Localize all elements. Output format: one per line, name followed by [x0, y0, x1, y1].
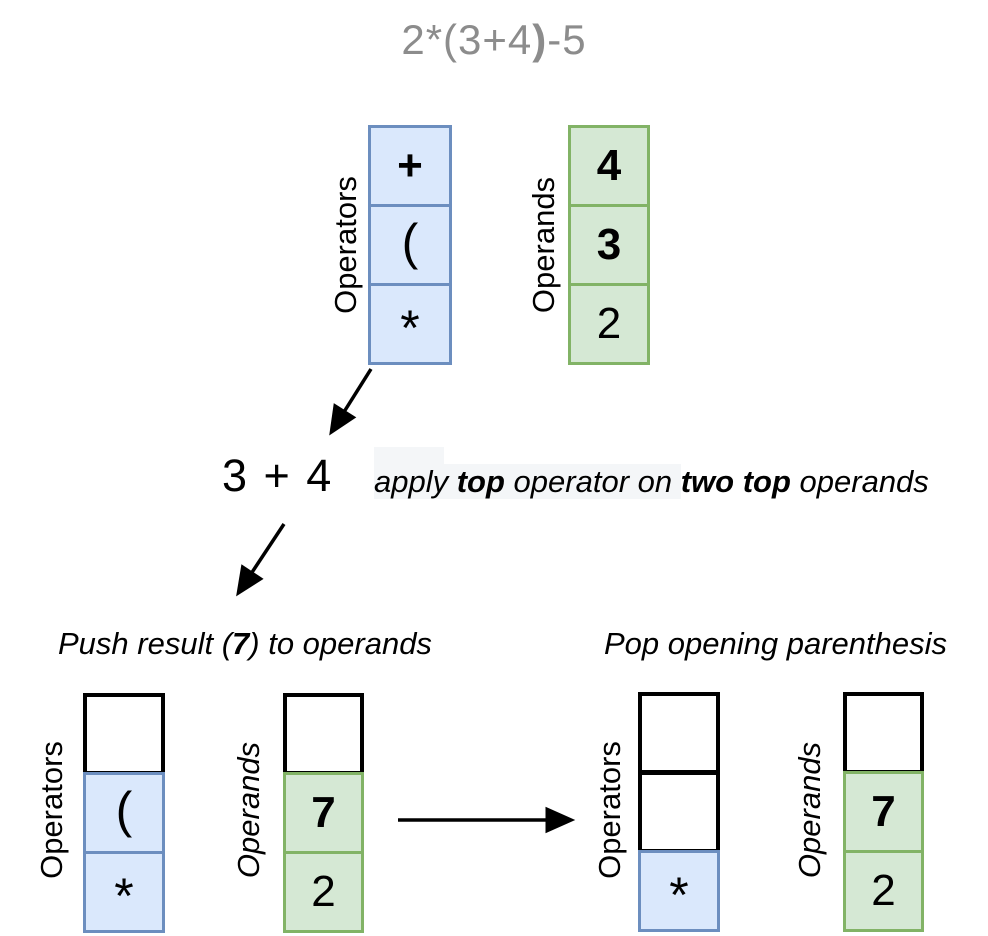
push-operands-label: Operands [231, 741, 266, 879]
push-operators-label: Operators [34, 741, 69, 879]
stack-cell-empty [638, 771, 720, 853]
stack-cell-empty [83, 693, 165, 775]
arrow-stack-to-expression [329, 368, 373, 436]
annotation-rest: operands [790, 464, 929, 499]
stack-cell: * [368, 283, 452, 365]
stack-cell: 2 [568, 283, 650, 365]
stack-cell: 2 [283, 851, 364, 933]
push-operands-stack: 7 2 [283, 693, 364, 933]
annotation-highlight-part: apply top operator on [374, 464, 681, 499]
stack-cell: ( [368, 204, 452, 286]
initial-operands-label: Operands [526, 176, 561, 314]
apply-annotation: apply top operator on two top operands [374, 461, 929, 503]
stack-cell: * [638, 850, 720, 932]
pop-operands-stack: 7 2 [843, 692, 924, 932]
annotation-bold-part: two top [680, 464, 791, 499]
arrow-expression-to-push [236, 523, 286, 597]
stack-cell: * [83, 851, 165, 933]
initial-operands-stack: 4 3 2 [568, 125, 650, 365]
stack-cell: + [368, 125, 452, 207]
title-pre: 2*(3+4 [401, 16, 533, 63]
stack-cell: ( [83, 772, 165, 854]
pop-operators-stack: * [638, 692, 720, 932]
expression-title: 2*(3+4)-5 [0, 16, 988, 64]
stack-cell-empty [283, 693, 364, 775]
stack-cell: 3 [568, 204, 650, 286]
stack-cell-empty [638, 692, 720, 774]
push-result-caption: Push result (7) to operands [58, 626, 432, 661]
initial-operators-label: Operators [328, 176, 363, 314]
stack-cell: 7 [843, 771, 924, 853]
title-bold-paren: ) [532, 16, 548, 63]
pop-parenthesis-caption: Pop opening parenthesis [604, 626, 947, 661]
highlight-artifact [374, 447, 444, 464]
pop-operators-label: Operators [592, 741, 627, 879]
stack-cell: 2 [843, 850, 924, 932]
intermediate-expression: 3 + 4 [222, 450, 334, 501]
stack-cell-empty [843, 692, 924, 774]
stack-cell: 7 [283, 772, 364, 854]
pop-operands-label: Operands [792, 741, 827, 879]
push-operators-stack: ( * [83, 693, 165, 933]
stack-cell: 4 [568, 125, 650, 207]
title-post: -5 [547, 16, 587, 63]
initial-operators-stack: + ( * [368, 125, 452, 365]
